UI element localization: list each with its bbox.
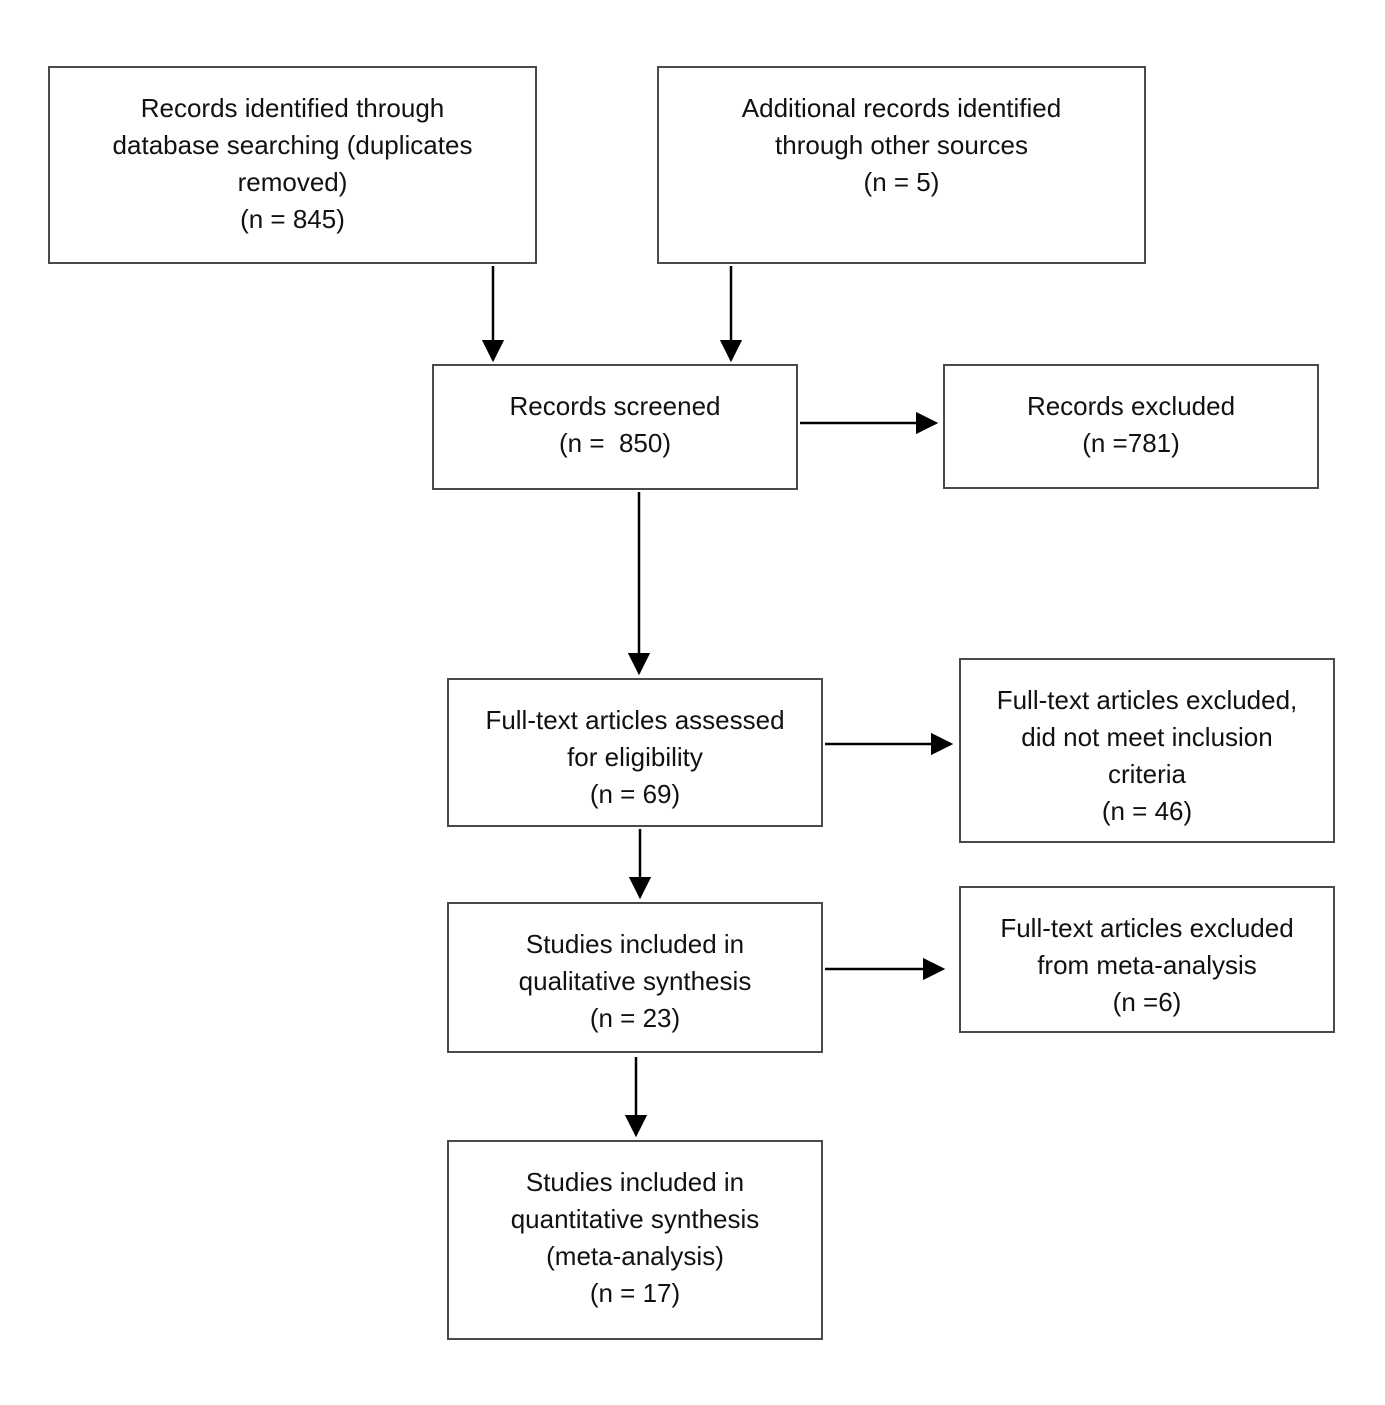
box-fulltext-excluded-meta: Full-text articles excluded from meta-an…: [959, 886, 1335, 1033]
box-fulltext-excluded-criteria: Full-text articles excluded, did not mee…: [959, 658, 1335, 843]
box-quantitative-included: Studies included in quantitative synthes…: [447, 1140, 823, 1340]
box-records-screened-label: Records screened (n = 850): [509, 391, 721, 458]
box-records-identified-label: Records identified through database sear…: [112, 93, 473, 234]
box-records-excluded: Records excluded (n =781): [943, 364, 1319, 489]
box-fulltext-excluded-meta-label: Full-text articles excluded from meta-an…: [1000, 913, 1294, 1017]
box-additional-records: Additional records identified through ot…: [657, 66, 1146, 264]
box-records-excluded-label: Records excluded (n =781): [1026, 391, 1236, 458]
box-records-identified: Records identified through database sear…: [48, 66, 537, 264]
box-qualitative-included-label: Studies included in qualitative synthesi…: [518, 929, 752, 1033]
box-quantitative-included-label: Studies included in quantitative synthes…: [510, 1167, 760, 1308]
box-fulltext-assessed: Full-text articles assessed for eligibil…: [447, 678, 823, 827]
box-qualitative-included: Studies included in qualitative synthesi…: [447, 902, 823, 1053]
box-fulltext-assessed-label: Full-text articles assessed for eligibil…: [485, 705, 785, 809]
box-additional-records-label: Additional records identified through ot…: [741, 93, 1062, 197]
box-fulltext-excluded-criteria-label: Full-text articles excluded, did not mee…: [996, 685, 1298, 826]
box-records-screened: Records screened (n = 850): [432, 364, 798, 490]
